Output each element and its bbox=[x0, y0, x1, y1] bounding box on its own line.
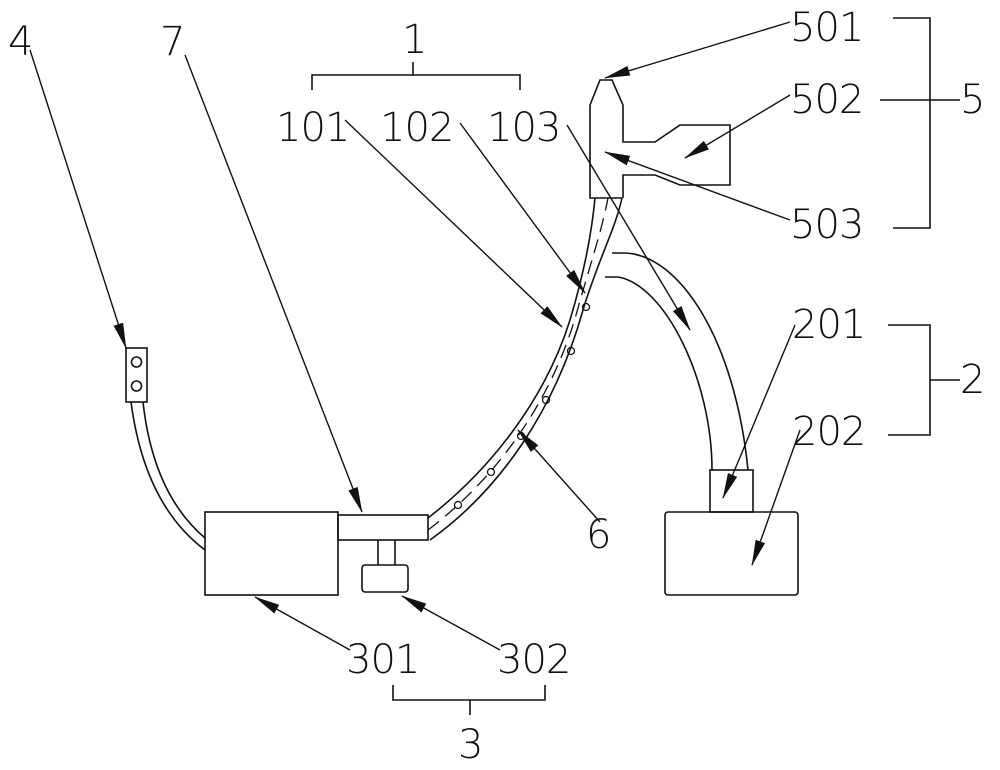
tube-1 bbox=[427, 197, 623, 541]
label-5: 5 bbox=[960, 77, 985, 123]
label-202: 202 bbox=[792, 409, 866, 455]
box-301 bbox=[204, 511, 339, 596]
box-202 bbox=[664, 511, 799, 596]
label-1: 1 bbox=[402, 17, 427, 63]
connector-7 bbox=[337, 514, 429, 541]
label-502: 502 bbox=[790, 77, 864, 123]
label-501: 501 bbox=[790, 5, 864, 51]
label-101: 101 bbox=[276, 105, 350, 151]
label-301: 301 bbox=[346, 637, 420, 683]
label-302: 302 bbox=[497, 637, 571, 683]
label-3: 3 bbox=[458, 722, 483, 768]
label-2: 2 bbox=[960, 357, 985, 403]
label-103: 103 bbox=[487, 105, 561, 151]
label-102: 102 bbox=[380, 105, 454, 151]
label-6: 6 bbox=[586, 512, 611, 558]
connector-4 bbox=[125, 347, 206, 551]
branch-tube bbox=[612, 252, 749, 471]
label-7: 7 bbox=[160, 19, 185, 65]
head-5 bbox=[589, 79, 731, 199]
label-503: 503 bbox=[790, 202, 864, 248]
label-201: 201 bbox=[792, 302, 866, 348]
label-4: 4 bbox=[8, 19, 33, 65]
box-302 bbox=[361, 564, 409, 593]
